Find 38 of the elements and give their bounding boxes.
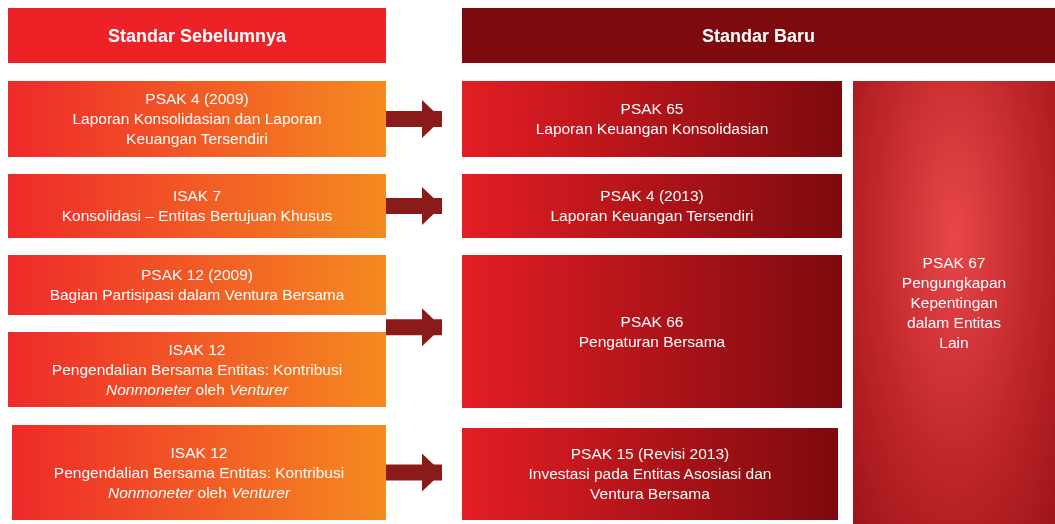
header-title: Standar Baru xyxy=(702,25,815,46)
standard-title: Bagian Partisipasi dalam Ventura Bersama xyxy=(49,285,345,305)
standard-box xyxy=(462,81,842,157)
standard-code: PSAK 65 xyxy=(620,99,684,119)
standard-panel xyxy=(853,81,1055,524)
standard-code: PSAK 15 (Revisi 2013) xyxy=(570,444,730,464)
standard-box xyxy=(12,425,386,520)
standard-title: Konsolidasi – Entitas Bertujuan Khusus xyxy=(61,206,333,226)
header-bar xyxy=(462,8,1055,63)
standard-title: Pengaturan Bersama xyxy=(578,331,726,352)
standard-title: Laporan Konsolidasian dan Laporan Keuangan Tersendiri xyxy=(71,109,323,149)
header-title: Standar Sebelumnya xyxy=(107,25,287,46)
standard-title: Pengendalian Bersama Entitas: Kontribusi Nonmoneter oleh Venturer xyxy=(52,462,346,503)
standard-title: Pengungkapan Kepentingan dalam Entitas Lain xyxy=(900,272,1008,353)
standard-title: Pengendalian Bersama Entitas: Kontribusi Nonmoneter oleh Venturer xyxy=(50,359,344,400)
standard-title: Laporan Keuangan Tersendiri xyxy=(550,206,754,226)
standard-code: ISAK 12 xyxy=(170,442,228,463)
arrow xyxy=(386,100,442,138)
arrow xyxy=(386,187,442,225)
standard-box xyxy=(8,255,386,315)
standard-code: PSAK 67 xyxy=(922,252,986,273)
standard-code: PSAK 4 (2013) xyxy=(600,186,704,206)
arrow xyxy=(386,308,442,347)
standard-code: PSAK 66 xyxy=(620,311,684,332)
standard-code: ISAK 12 xyxy=(168,339,226,360)
standard-code: PSAK 12 (2009) xyxy=(141,265,253,285)
standard-box xyxy=(462,428,838,520)
standard-box xyxy=(8,332,386,407)
standard-title: Investasi pada Entitas Asosiasi dan Ventura Bersama xyxy=(527,464,773,504)
standard-title: Laporan Keuangan Konsolidasian xyxy=(535,119,769,139)
standard-box xyxy=(462,255,842,408)
standard-box xyxy=(8,81,386,157)
standard-box xyxy=(462,174,842,238)
arrow xyxy=(386,453,442,492)
header-bar xyxy=(8,8,386,63)
standard-box xyxy=(8,174,386,238)
standard-code: PSAK 4 (2009) xyxy=(145,89,249,109)
standard-code: ISAK 7 xyxy=(172,186,222,206)
